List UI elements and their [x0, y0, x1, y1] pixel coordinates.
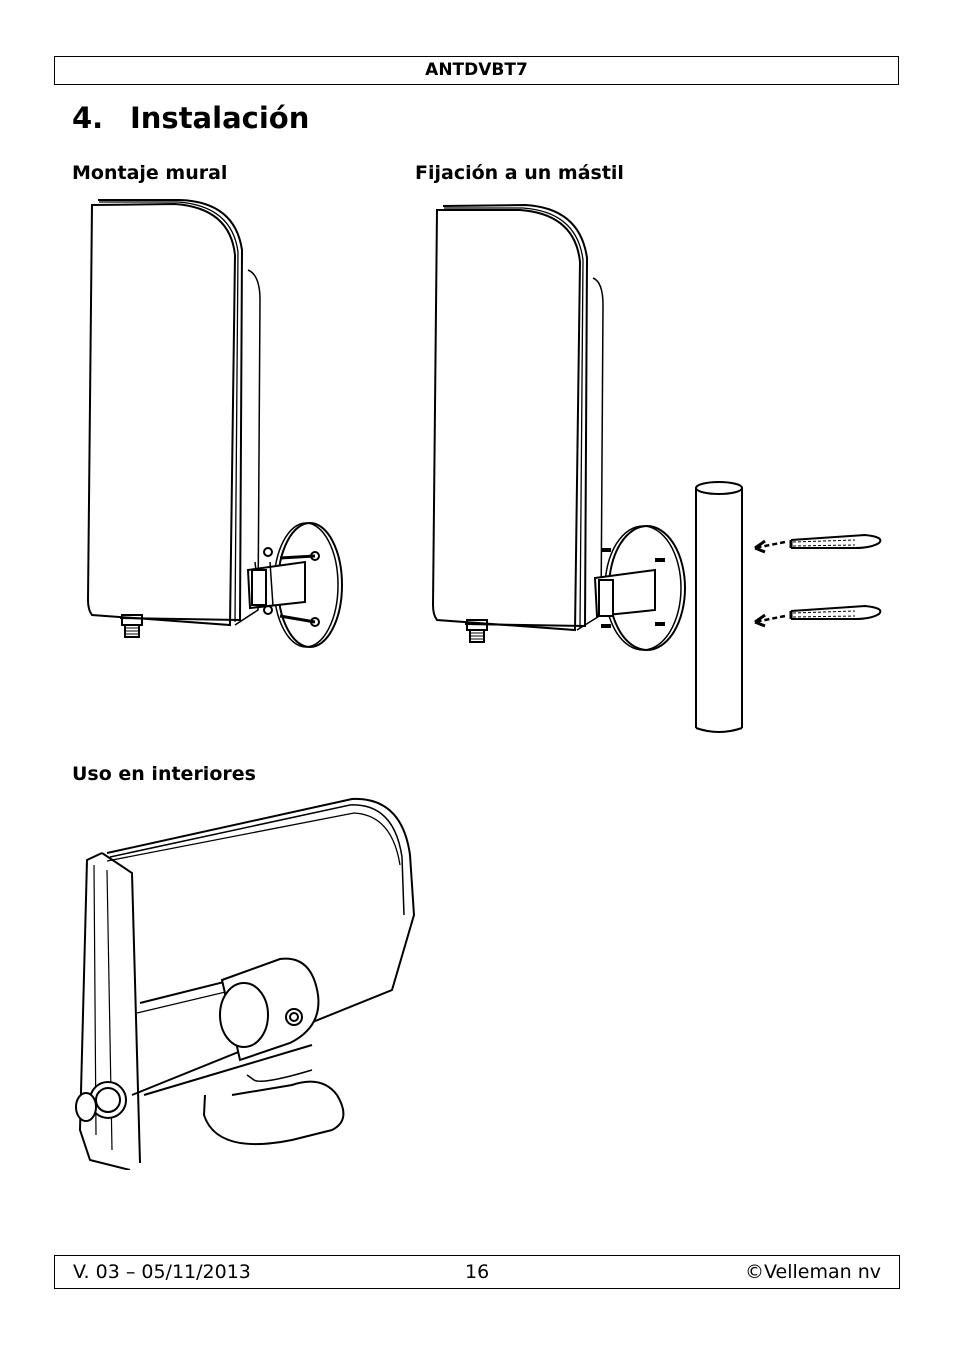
- mast-mount-caption: Fijación a un mástil: [415, 162, 624, 184]
- document-header: ANTDVBT7: [54, 56, 899, 85]
- mast-mount-illustration: [431, 203, 882, 733]
- indoor-use-illustration: [75, 797, 416, 1170]
- wall-mount-caption: Montaje mural: [72, 162, 228, 184]
- section-title: Instalación: [130, 101, 310, 135]
- model-name: ANTDVBT7: [425, 60, 528, 80]
- copyright: ©Velleman nv: [745, 1261, 881, 1283]
- indoor-use-caption: Uso en interiores: [72, 763, 256, 785]
- version-date: V. 03 – 05/11/2013: [73, 1261, 251, 1283]
- page-number: 16: [465, 1261, 490, 1283]
- wall-mount-illustration: [86, 199, 343, 648]
- section-heading: 4. Instalación: [72, 98, 309, 138]
- document-footer: V. 03 – 05/11/2013 16 ©Velleman nv: [54, 1255, 900, 1289]
- section-number: 4.: [72, 101, 104, 135]
